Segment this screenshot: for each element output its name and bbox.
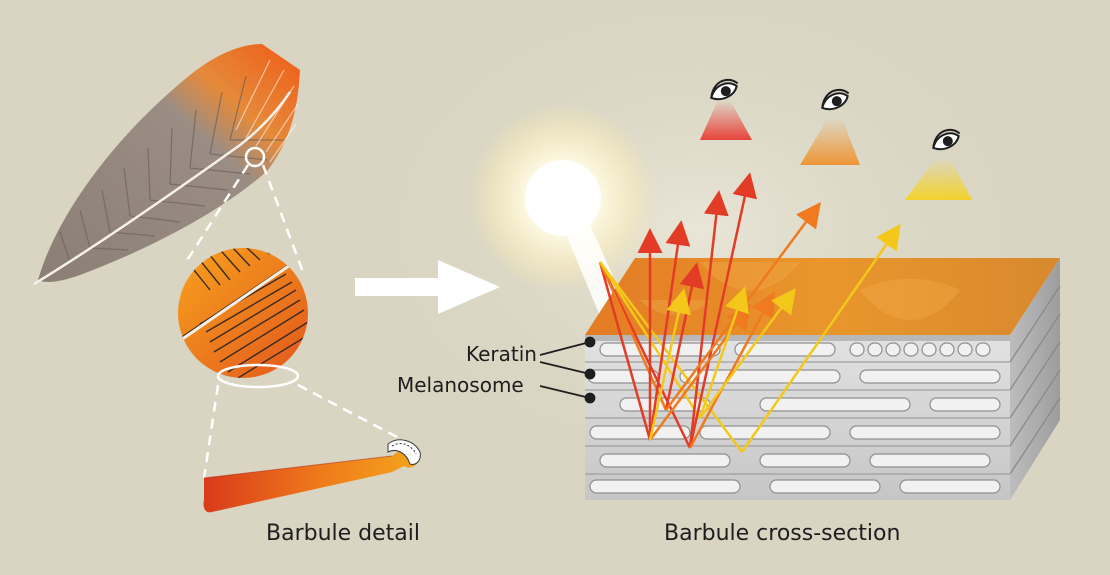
- viewer-orange: [800, 88, 860, 165]
- caption-barbule-cross-section: Barbule cross-section: [664, 521, 901, 546]
- eye-icon: [710, 78, 739, 101]
- barbule-detail-illustration: [203, 439, 421, 513]
- barbule-cross-section-block: [585, 258, 1061, 500]
- magnify-ring-barbule: [216, 363, 300, 389]
- label-leaders: [539, 336, 596, 404]
- eye-icon: [821, 88, 850, 111]
- viewer-yellow: [905, 128, 972, 200]
- eye-icon: [932, 128, 961, 151]
- sun-glow-icon: [468, 103, 658, 316]
- magnified-barbs-circle: [178, 248, 308, 389]
- zoom-lines-1: [184, 164, 305, 273]
- light-rays: [598, 172, 901, 453]
- feather-shaft: [33, 91, 292, 286]
- magnify-ring-small: [244, 146, 266, 168]
- label-melanosome: Melanosome: [397, 373, 524, 397]
- feather-illustration: [33, 44, 300, 286]
- feather-tip-barbs: [235, 59, 299, 163]
- right-arrow-icon: [355, 260, 500, 314]
- viewer-red: [700, 78, 752, 140]
- zoom-lines-2: [202, 383, 419, 479]
- caption-barbule-detail: Barbule detail: [266, 521, 420, 546]
- label-keratin: Keratin: [466, 342, 537, 366]
- feather-vane: [38, 44, 300, 283]
